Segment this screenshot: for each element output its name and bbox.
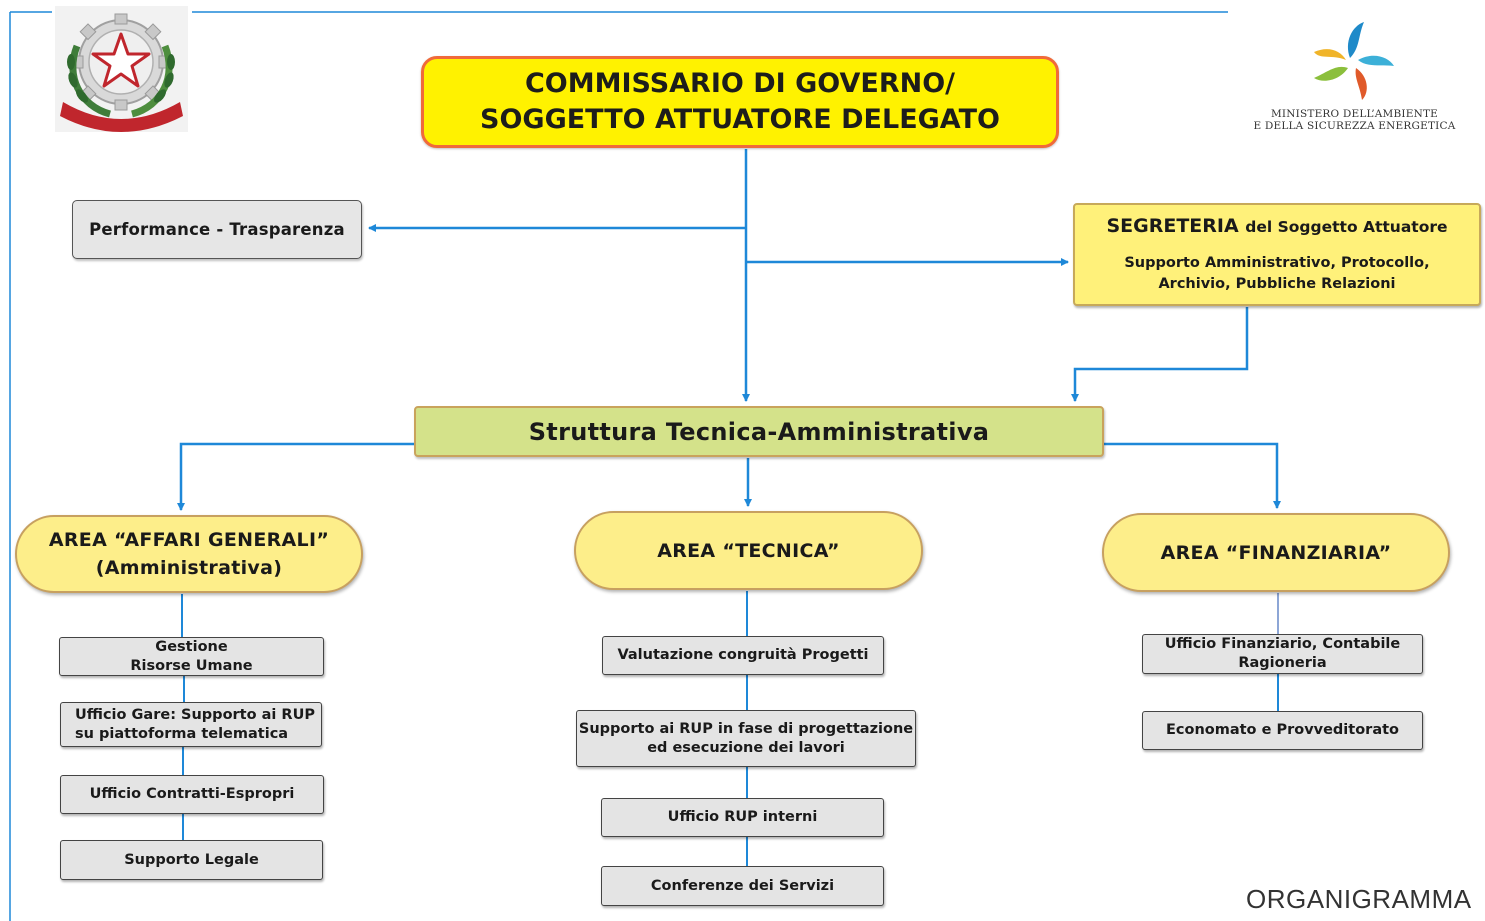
office-line: Ufficio Contratti-Espropri	[89, 786, 295, 802]
area-affari-line1: AREA “AFFARI GENERALI”	[48, 529, 330, 551]
area-affari-generali: AREA “AFFARI GENERALI” (Amministrativa)	[15, 515, 363, 593]
office-line: Risorse Umane	[130, 657, 253, 674]
office-line: Ufficio Gare: Supporto ai RUP	[75, 706, 315, 723]
performance-label: Performance - Trasparenza	[89, 220, 345, 239]
connector-to-area-finanziaria	[1104, 442, 1281, 509]
segreteria-desc-line1: Supporto Amministrativo, Protocollo,	[1124, 255, 1430, 271]
area-tecnica: AREA “TECNICA”	[574, 511, 923, 590]
organigramma-label: ORGANIGRAMMA	[1246, 884, 1472, 914]
area-affari-line2: (Amministrativa)	[95, 557, 283, 579]
office-valutazione-congruita: Valutazione congruità Progetti	[602, 636, 884, 675]
office-line: Ufficio Finanziario, Contabile	[1164, 636, 1401, 652]
segreteria-description: Supporto Amministrativo, Protocollo, Arc…	[1124, 253, 1429, 295]
office-conferenze-servizi: Conferenze dei Servizi	[601, 866, 884, 906]
area-tecnica-line1: AREA “TECNICA”	[657, 539, 840, 562]
area-finanziaria: AREA “FINANZIARIA”	[1102, 513, 1450, 592]
connector-to-area-affari	[177, 442, 414, 511]
office-line: su piattoforma telematica	[75, 725, 289, 742]
office-line: Ufficio RUP interni	[667, 809, 818, 825]
ministero-line1: MINISTERO DELL’AMBIENTE	[1270, 108, 1439, 120]
office-line: Supporto ai RUP in fase di progettazione	[578, 720, 914, 737]
office-line: Valutazione congruità Progetti	[617, 647, 869, 663]
repubblica-italiana-emblem-icon	[55, 6, 188, 132]
connector-segreteria-to-struttura	[1071, 307, 1249, 402]
office-supporto-rup: Supporto ai RUP in fase di progettazione…	[576, 710, 916, 767]
segreteria-box: SEGRETERIA del Soggetto Attuatore Suppor…	[1073, 203, 1481, 306]
commissario-box: COMMISSARIO DI GOVERNO/ SOGGETTO ATTUATO…	[421, 56, 1059, 148]
office-ufficio-finanziario: Ufficio Finanziario, Contabile Ragioneri…	[1142, 634, 1423, 674]
office-ufficio-rup-interni: Ufficio RUP interni	[601, 798, 884, 837]
ministero-ambiente-logo-icon	[1232, 14, 1477, 134]
office-line: ed esecuzione dei lavori	[647, 739, 845, 756]
office-economato-provveditorato: Economato e Provveditorato	[1142, 711, 1423, 750]
office-ufficio-gare: Ufficio Gare: Supporto ai RUP su piattof…	[60, 702, 322, 747]
area-finanziaria-line1: AREA “FINANZIARIA”	[1160, 541, 1392, 564]
segreteria-title: SEGRETERIA del Soggetto Attuatore	[1106, 215, 1447, 237]
ministero-caption: MINISTERO DELL’AMBIENTE E DELLA SICUREZZ…	[1232, 108, 1477, 132]
office-gestione-risorse-umane: Gestione Risorse Umane	[59, 637, 324, 676]
office-line: Economato e Provveditorato	[1165, 722, 1399, 738]
office-contratti-espropri: Ufficio Contratti-Espropri	[60, 775, 324, 814]
office-supporto-legale: Supporto Legale	[60, 840, 323, 880]
struttura-tecnica-box: Struttura Tecnica-Amministrativa	[414, 406, 1104, 457]
office-line: Ragioneria	[1238, 655, 1327, 671]
struttura-label: Struttura Tecnica-Amministrativa	[528, 417, 990, 446]
segreteria-title-main: SEGRETERIA	[1106, 215, 1239, 237]
office-line: Gestione	[155, 638, 228, 655]
ministero-line2: E DELLA SICUREZZA ENERGETICA	[1253, 120, 1456, 132]
commissario-line1: COMMISSARIO DI GOVERNO/	[524, 68, 956, 99]
segreteria-desc-line2: Archivio, Pubbliche Relazioni	[1158, 276, 1396, 292]
office-line: Conferenze dei Servizi	[650, 877, 835, 894]
office-line: Supporto Legale	[124, 851, 259, 868]
performance-trasparenza-box: Performance - Trasparenza	[72, 200, 362, 259]
segreteria-title-suffix: del Soggetto Attuatore	[1245, 218, 1448, 236]
commissario-line2: SOGGETTO ATTUATORE DELEGATO	[480, 104, 1000, 135]
